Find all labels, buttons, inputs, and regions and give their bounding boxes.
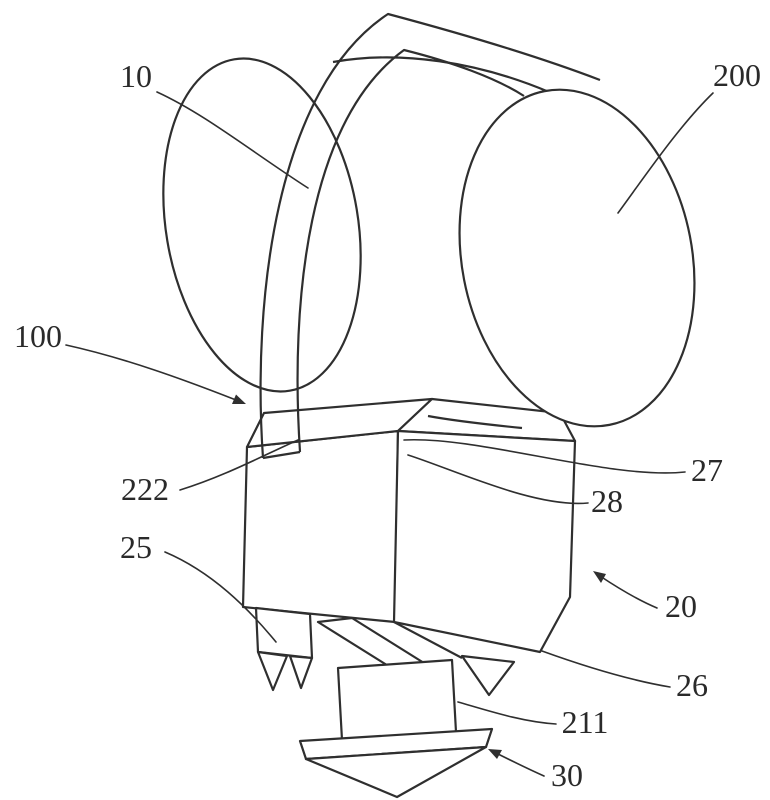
ref-label-27: 27 [691,452,723,488]
ref-label-20: 20 [665,588,697,624]
arrowhead-100 [232,394,246,404]
leader-222 [179,439,299,491]
leader-100 [65,344,237,401]
leader-20 [599,575,658,609]
housing-bottom-edge [393,621,463,659]
nozzle-collar [336,658,458,742]
barrel-bottom-edge [427,414,523,430]
strap-end-cap [262,450,301,460]
right-foot-wedge [460,654,516,697]
ref-label-211: 211 [562,704,609,740]
housing-front-face [241,429,400,624]
leader-lines [65,91,714,777]
ref-label-222: 222 [121,471,169,507]
ref-label-30: 30 [551,757,583,793]
drawing [162,12,696,799]
strap-inner-edge [296,48,525,453]
leader-10 [156,91,309,189]
leader-200 [617,92,714,214]
leader-26 [541,650,671,688]
left-foot-block [254,606,314,660]
rear-roller [162,57,362,393]
ref-label-26: 26 [676,667,708,703]
left-foot-prong-a [256,650,289,692]
funnel-cone [304,745,488,799]
leader-27 [403,438,686,474]
arrowhead-30 [488,749,502,759]
ref-label-100: 100 [14,318,62,354]
strap-outer-edge [259,12,601,459]
ref-label-200: 200 [713,57,761,93]
housing-right-face [392,429,577,654]
barrel-top-edge [332,56,550,94]
front-roller [458,88,696,428]
leader-25 [164,551,277,643]
ref-label-10: 10 [120,58,152,94]
left-foot-prong-b [288,654,314,690]
arrowheads [232,394,606,759]
ref-label-28: 28 [591,483,623,519]
arrowhead-20 [593,571,606,583]
reference-labels: 10 200 100 222 27 28 25 20 26 211 30 [14,57,761,793]
leader-211 [457,701,557,725]
leader-28 [407,454,589,505]
ref-label-25: 25 [120,529,152,565]
